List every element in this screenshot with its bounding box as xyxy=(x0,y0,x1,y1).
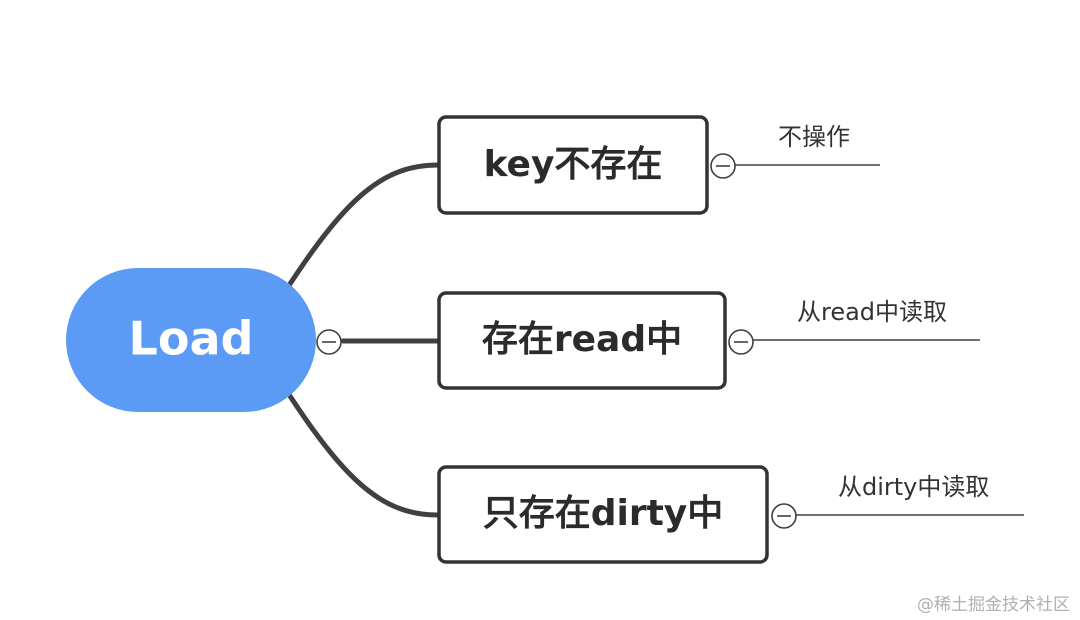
root-collapse-toggle[interactable] xyxy=(316,329,342,355)
branch-3-collapse-toggle[interactable] xyxy=(771,503,797,529)
leaf-node-3-label[interactable]: 从dirty中读取 xyxy=(838,473,989,501)
watermark-text: @稀土掘金技术社区 xyxy=(917,595,1070,615)
branch-2-collapse-toggle[interactable] xyxy=(728,329,754,355)
branch-node-1[interactable]: key不存在 xyxy=(437,115,709,215)
leaf-node-1-label[interactable]: 不操作 xyxy=(778,123,850,151)
root-connectors xyxy=(285,162,441,518)
branch-node-2-box xyxy=(437,291,727,390)
branch-node-1-box xyxy=(437,115,709,215)
branch-node-1-label: key不存在 xyxy=(484,144,663,185)
branch-node-2[interactable]: 存在read中 xyxy=(437,291,727,390)
branch-node-3-label: 只存在dirty中 xyxy=(483,493,724,534)
root-node-shape xyxy=(66,268,316,412)
branch-node-2-label: 存在read中 xyxy=(482,319,682,360)
branch-1-collapse-toggle[interactable] xyxy=(710,153,736,179)
root-node[interactable]: Load xyxy=(66,268,316,412)
connector-branch-3 xyxy=(285,390,441,518)
leaf-node-2-label[interactable]: 从read中读取 xyxy=(797,298,947,326)
connector-branch-1 xyxy=(285,162,441,290)
root-node-label: Load xyxy=(129,312,254,366)
branch-node-3-box xyxy=(437,465,769,564)
branch-node-3[interactable]: 只存在dirty中 xyxy=(437,465,769,564)
